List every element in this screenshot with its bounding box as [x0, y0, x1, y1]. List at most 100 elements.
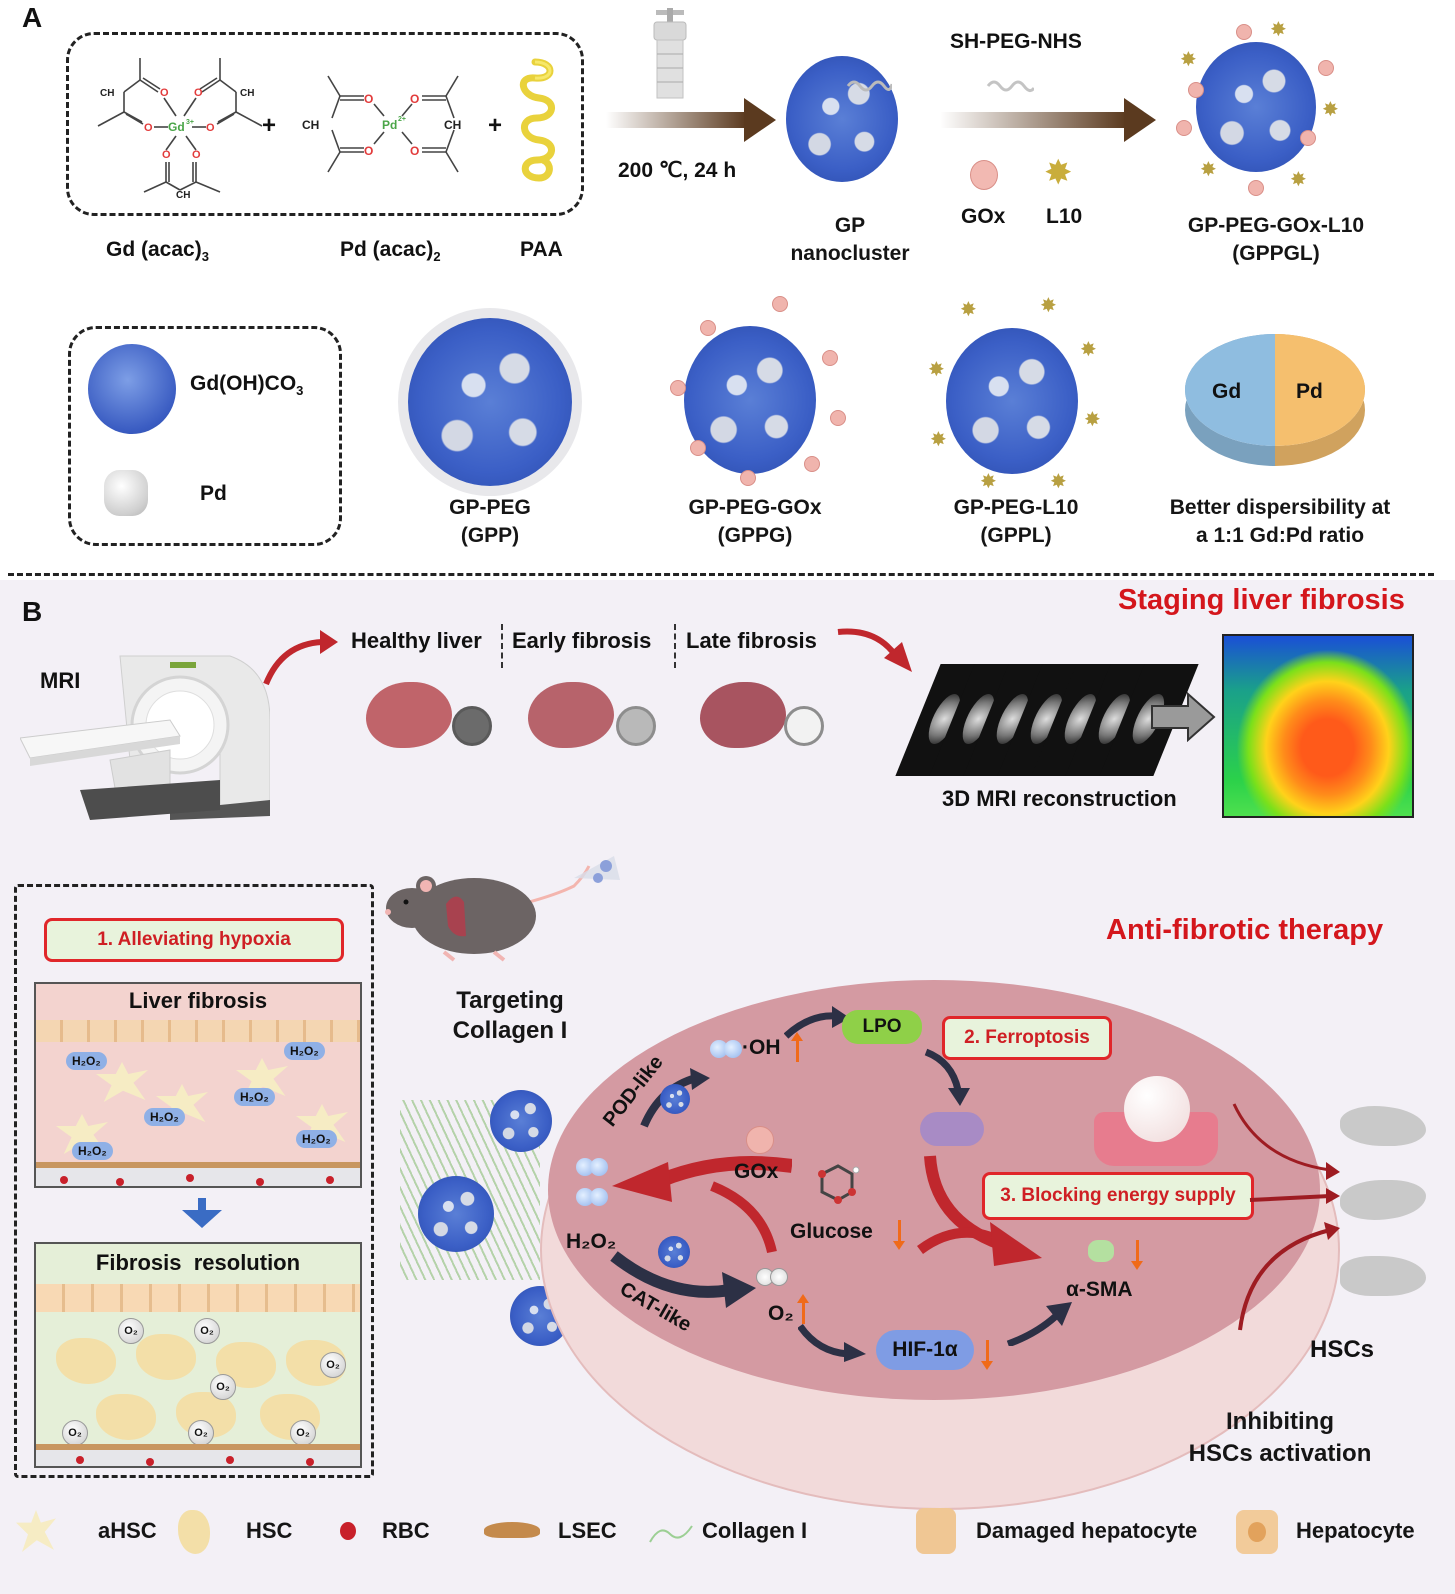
svg-text:O: O [162, 149, 171, 161]
h2o2-label: H₂O₂ [566, 1230, 617, 1253]
pd-component-label: Pd [200, 482, 227, 505]
lpo-to-mito-arrow [924, 1048, 970, 1106]
gox-bead [830, 410, 846, 426]
svg-text:Pd: Pd [382, 118, 397, 132]
o2-molecule: O₂ [62, 1420, 88, 1446]
svg-text:3+: 3+ [186, 119, 194, 126]
svg-text:CH: CH [302, 118, 319, 132]
legend-label-ahsc: aHSC [98, 1518, 157, 1543]
gd-oh-co3-label: Gd(OH)CO3 [190, 372, 304, 399]
l10-star: ✸ [1040, 295, 1057, 317]
pie-slice-gd [1185, 334, 1275, 446]
synthesis-arrow-1 [606, 98, 776, 142]
step-3-blocking-energy-supply: 3. Blocking energy supply [982, 1172, 1254, 1220]
rbc-icon [340, 1522, 356, 1540]
gox-bead [804, 456, 820, 472]
liver-fibrosis-title: Liver fibrosis [128, 988, 268, 1013]
svg-text:O: O [410, 92, 419, 106]
gox-enzyme-icon [970, 160, 998, 190]
gox-mech-label: GOx [734, 1160, 779, 1183]
gox-bead [1176, 120, 1192, 136]
early-fibrosis-liver-icon [528, 682, 614, 748]
step-1-alleviating-hypoxia: 1. Alleviating hypoxia [44, 918, 344, 962]
o2-molecule: O₂ [118, 1318, 144, 1344]
l10-label: L10 [1046, 205, 1083, 228]
l10-star: ✸ [930, 429, 947, 451]
asma-protein-icon [1088, 1240, 1114, 1262]
hsc-cell [136, 1334, 196, 1380]
gox-bead [700, 320, 716, 336]
glucose-molecule-icon [818, 1164, 860, 1204]
mri-to-stages-arrow [263, 630, 338, 686]
vessel [36, 1450, 360, 1466]
svg-text:CH: CH [176, 190, 190, 200]
o2-molecule-pair [756, 1268, 788, 1291]
h2o2-molecule-pair [576, 1158, 608, 1181]
l10-star: ✸ [1084, 409, 1101, 431]
stage-label-late: Late fibrosis [686, 628, 817, 653]
healthy-liver-icon [366, 682, 452, 748]
reaction-condition-label: 200 ℃, 24 h [618, 159, 737, 182]
gppgl-bound-particle [418, 1176, 494, 1252]
fibrosis-resolution-title: Fibrosis resolution [95, 1250, 301, 1275]
synthesis-arrow-2 [940, 98, 1156, 142]
mouse-icon [385, 856, 620, 962]
hsc-cell-icon [178, 1510, 210, 1554]
gox-bead [1300, 130, 1316, 146]
o2-to-hif-arrow [798, 1323, 866, 1362]
legend-label-hepatocyte: Hepatocyte [1296, 1518, 1415, 1543]
pie-slice-label-pd: Pd [1296, 380, 1323, 403]
rbc [256, 1178, 264, 1186]
svg-text:CH: CH [100, 88, 114, 99]
gox-bead [690, 440, 706, 456]
o2-molecule: O₂ [188, 1420, 214, 1446]
stage-label-early: Early fibrosis [512, 628, 652, 653]
gox-to-h2o2-arrow [612, 1156, 792, 1254]
to-asma-red-arrow [917, 1155, 1042, 1266]
gox-bead [1188, 82, 1204, 98]
pie-slice-label-gd: Gd [1212, 380, 1242, 403]
gp-nanocluster-particle [786, 56, 898, 182]
down-arrow-icon [182, 1198, 222, 1228]
hsc-cell [56, 1338, 116, 1384]
catalyst-particle [658, 1236, 690, 1268]
stage-divider [501, 624, 503, 668]
svg-text:Gd: Gd [168, 120, 185, 134]
legend-label-lsec: LSEC [558, 1518, 617, 1543]
component-legend-box [68, 326, 342, 546]
svg-text:O: O [410, 144, 419, 158]
h2o2-molecule: H₂O₂ [234, 1088, 275, 1106]
o2-molecule: O₂ [210, 1374, 236, 1400]
glucose-decrease-arrow [893, 1220, 905, 1250]
gox-bead [670, 380, 686, 396]
hsc-inhibition-arrows [1232, 1103, 1340, 1331]
mri-signal-early [616, 706, 656, 746]
therapy-title: Anti-fibrotic therapy [1106, 914, 1384, 946]
o2-molecule: O₂ [194, 1318, 220, 1344]
l10-star: ✸ [1322, 99, 1339, 121]
l10-star: ✸ [1290, 169, 1307, 191]
lsec-icon [484, 1522, 540, 1538]
glucose-label: Glucose [790, 1220, 873, 1243]
hsc-cell-image [1340, 1256, 1426, 1296]
damaged-hepatocyte-row [36, 1020, 360, 1042]
precursor-box [66, 32, 584, 216]
hepatocyte-nucleus [1248, 1522, 1266, 1542]
targeting-label: Targeting Collagen I [452, 987, 568, 1044]
o2-increase-arrow [797, 1294, 809, 1324]
h2o2-molecule-pair [576, 1188, 608, 1211]
gppg-particle [684, 326, 816, 474]
stage-label-healthy: Healthy liver [351, 628, 482, 653]
svg-text:O: O [144, 122, 153, 134]
liver-fibrosis-tissue: Liver fibrosis H₂O₂ H₂O₂ H₂O₂ H₂O₂ H₂O₂ … [34, 982, 362, 1188]
svg-text:2+: 2+ [398, 116, 406, 123]
l10-star: ✸ [1050, 471, 1067, 493]
gpp-particle [408, 318, 572, 486]
h2o2-molecule: H₂O₂ [66, 1052, 107, 1070]
mri-heatmap-image [1222, 634, 1414, 818]
h2o2-molecule: H₂O₂ [284, 1042, 325, 1060]
oh-radical-label: ·OH [742, 1036, 781, 1059]
damaged-hepatocyte-icon [916, 1508, 956, 1554]
svg-text:O: O [364, 92, 373, 106]
collagen-icon [649, 1525, 693, 1543]
